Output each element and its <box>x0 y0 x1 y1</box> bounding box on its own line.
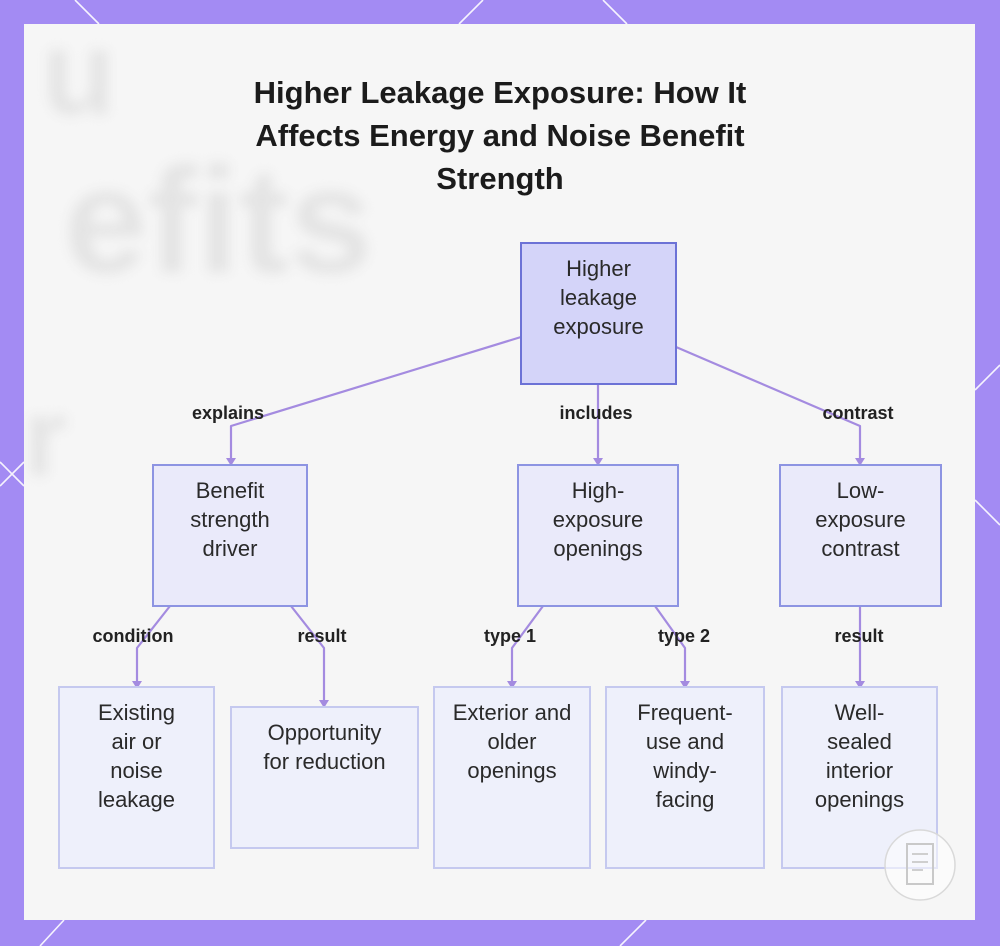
node-label: Low-exposure contrast <box>815 478 906 561</box>
edge-label-result-2: result <box>834 626 884 646</box>
document-logo-icon <box>884 829 956 901</box>
edge-type-2 <box>654 605 687 688</box>
node-low-exposure-contrast: Low-exposure contrast <box>779 464 942 607</box>
node-label: Higher leakage exposure <box>553 256 644 339</box>
node-well-sealed-interior: Well-sealed interior openings <box>781 686 938 869</box>
background-text-3: r <box>24 376 67 499</box>
node-label: Frequent-use and windy-facing <box>637 700 733 812</box>
arrowhead <box>855 458 865 466</box>
node-label: Well-sealed interior openings <box>814 700 905 812</box>
node-label: Existing air or noise leakage <box>97 700 176 812</box>
diagram-title: Higher Leakage Exposure: How It Affects … <box>253 75 747 196</box>
edge-label-contrast: contrast <box>822 403 894 423</box>
edge-label-condition: condition <box>92 626 174 646</box>
node-label: Opportunity for reduction <box>263 720 386 774</box>
background-text-2: efits <box>64 136 373 304</box>
edge-result-1 <box>290 605 326 707</box>
edge-type-1 <box>510 605 544 688</box>
arrowhead <box>593 458 603 466</box>
node-benefit-strength-driver: Benefit strength driver <box>152 464 308 607</box>
edge-condition <box>135 605 171 688</box>
node-opportunity-for-reduction: Opportunity for reduction <box>230 706 419 849</box>
node-existing-leakage: Existing air or noise leakage <box>58 686 215 869</box>
arrowhead <box>507 681 517 689</box>
node-label: High-exposure openings <box>552 478 644 561</box>
arrowhead <box>680 681 690 689</box>
edge-label-explains: explains <box>191 403 265 423</box>
arrowhead <box>855 681 865 689</box>
node-higher-leakage-exposure: Higher leakage exposure <box>520 242 677 385</box>
arrowhead <box>132 681 142 689</box>
edge-explains <box>229 335 522 465</box>
edge-label-type-2: type 2 <box>657 626 711 646</box>
arrowhead <box>226 458 236 466</box>
node-label: Benefit strength driver <box>190 478 270 561</box>
arrowhead <box>319 700 329 708</box>
node-frequent-use-windy-facing: Frequent-use and windy-facing <box>605 686 765 869</box>
node-exterior-older-openings: Exterior and older openings <box>433 686 591 869</box>
background-text-1: u <box>42 24 116 140</box>
node-label: Exterior and older openings <box>452 700 572 783</box>
edge-label-includes: includes <box>559 403 633 423</box>
node-high-exposure-openings: High-exposure openings <box>517 464 679 607</box>
edge-label-type-1: type 1 <box>483 626 537 646</box>
edge-contrast <box>675 345 862 465</box>
edge-label-result: result <box>297 626 347 646</box>
